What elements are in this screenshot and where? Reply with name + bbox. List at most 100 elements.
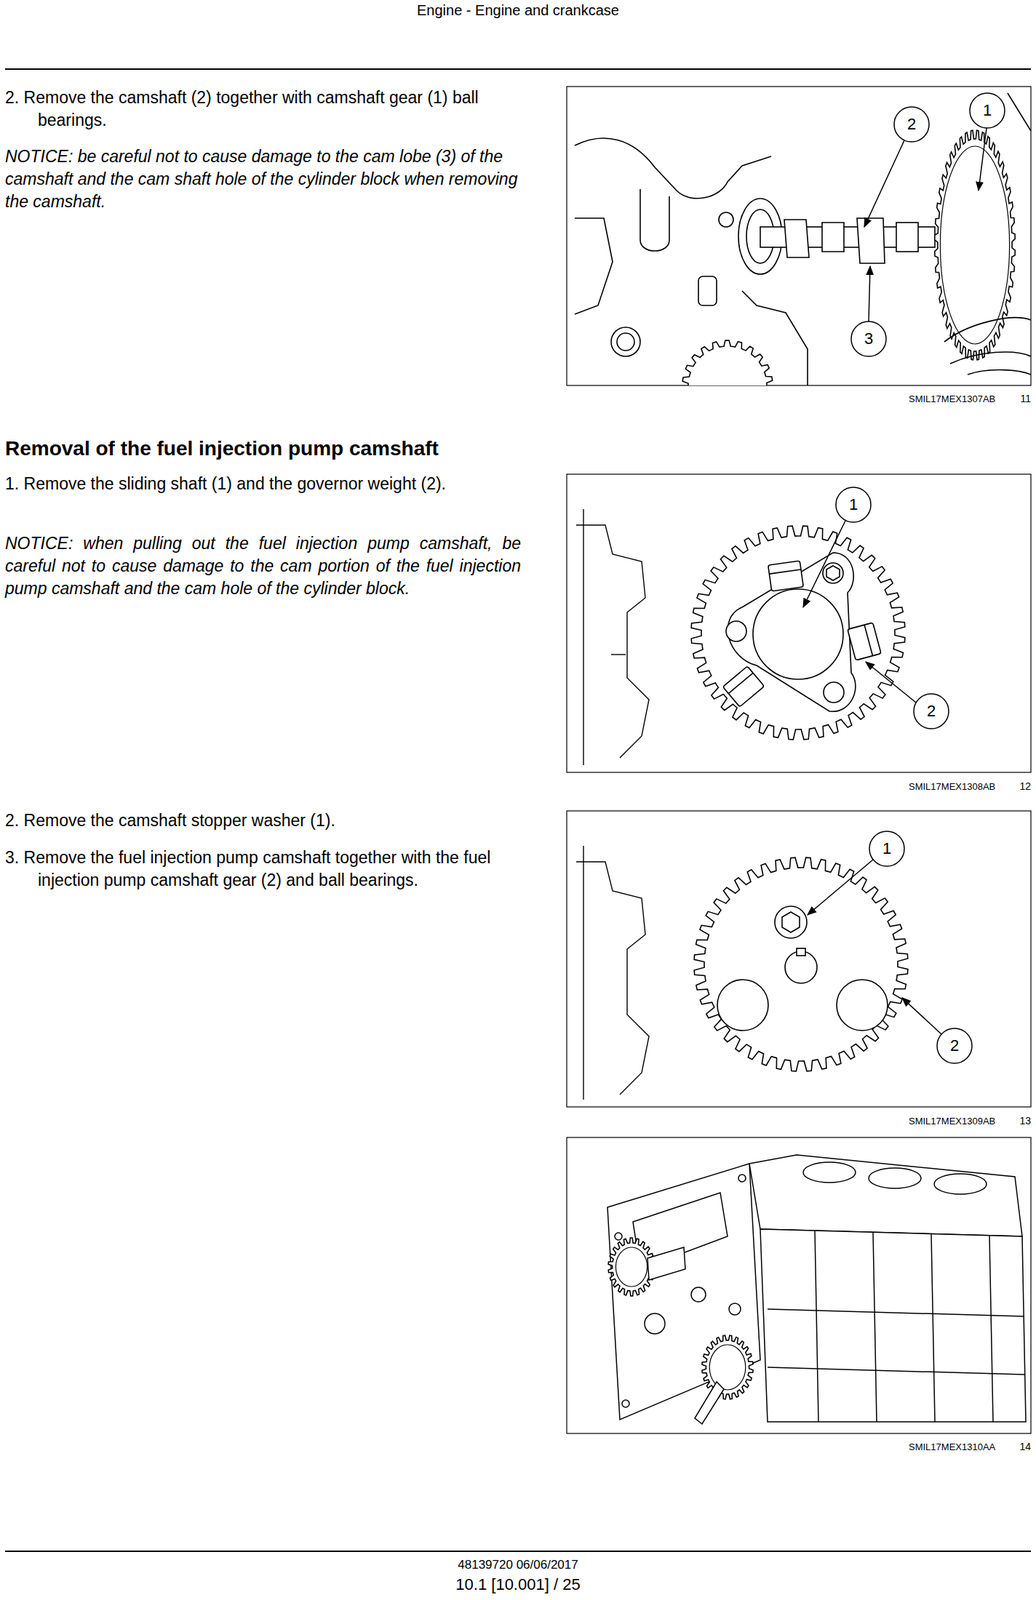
drawing-part <box>768 569 802 575</box>
drawing-part <box>752 589 844 680</box>
drawing-part <box>574 218 613 315</box>
drawing-part <box>814 1230 994 1423</box>
instruction-step: 3. Remove the fuel injection pump camsha… <box>5 846 521 892</box>
callout-number: 2 <box>909 701 954 722</box>
drawing-part <box>611 654 626 655</box>
drawing-part <box>857 218 885 264</box>
drawing-part <box>691 526 906 740</box>
camshaft-illustration <box>574 93 1031 386</box>
gear-outline <box>694 857 908 1072</box>
drawing-part <box>718 212 734 227</box>
gear <box>694 857 908 1072</box>
figure-frame <box>566 474 1031 773</box>
drawing-part <box>826 566 840 581</box>
drawing-part <box>978 128 987 191</box>
drawing-part <box>694 1382 724 1425</box>
drawing-part <box>582 509 584 766</box>
drawing-part <box>647 1247 686 1281</box>
callout-number: 1 <box>865 838 909 860</box>
drawing-part <box>698 276 717 306</box>
drawing-part <box>796 948 806 956</box>
drawing-part <box>614 1233 623 1241</box>
drawing-part <box>864 624 873 657</box>
drawing-part <box>644 1313 665 1335</box>
drawing-part <box>864 140 905 227</box>
page-header: Engine - Engine and crankcase <box>0 1 1036 19</box>
footer-rule <box>5 1551 1031 1553</box>
drawing-part <box>782 912 800 933</box>
instruction-step: 2. Remove the camshaft (2) together with… <box>5 86 521 132</box>
drawing-part <box>950 352 1031 364</box>
drawing-part <box>717 979 769 1031</box>
notice-text: NOTICE: be careful not to cause damage t… <box>5 145 521 214</box>
callout-number: 2 <box>889 114 934 135</box>
drawing-part <box>726 621 747 642</box>
drawing-part <box>616 333 635 351</box>
drawing-part <box>934 1174 987 1195</box>
drawing-part <box>822 222 844 252</box>
drawing-part <box>611 327 641 357</box>
notice-text: NOTICE: when pulling out the fuel inject… <box>5 532 521 601</box>
pump-gear-details <box>717 906 888 1031</box>
gear <box>702 1335 753 1400</box>
figure-frame <box>566 86 1031 386</box>
figure-number: 12 <box>1001 780 1031 793</box>
drawing-part <box>896 222 919 252</box>
drawing-part <box>1007 93 1031 131</box>
gear-outline <box>702 1335 753 1400</box>
drawing-part <box>702 1335 753 1400</box>
figure-frame <box>566 811 1031 1108</box>
leader-lines <box>864 128 987 322</box>
callout-number: 3 <box>846 328 891 350</box>
drawing-part <box>723 666 765 708</box>
drawing-part <box>868 266 871 322</box>
callout-number: 1 <box>831 494 876 516</box>
drawing-part <box>582 846 584 1101</box>
page-footer: 10.1 [10.001] / 25 <box>0 1575 1036 1595</box>
drawing-part <box>574 138 772 199</box>
pump-gear-illustration <box>576 846 649 1101</box>
drawing-part <box>691 1287 706 1303</box>
drawing-part <box>902 998 942 1035</box>
drawing-part <box>576 525 649 759</box>
gear <box>682 340 772 386</box>
figure-code: SMIL17MEX1308AB <box>908 781 996 794</box>
drawing-part <box>823 682 844 703</box>
drawing-part <box>784 219 810 258</box>
callout-number: 1 <box>965 100 1010 121</box>
drawing-part <box>774 906 807 939</box>
callout-number: 2 <box>932 1036 977 1057</box>
drawing-part <box>738 1174 746 1183</box>
instruction-step: 2. Remove the camshaft stopper washer (1… <box>5 809 521 833</box>
drawing-part <box>847 622 882 661</box>
gear-rim <box>615 1247 647 1287</box>
figure-code: SMIL17MEX1307AB <box>908 393 996 406</box>
callout-circles <box>835 487 949 729</box>
drawing-part <box>836 979 888 1031</box>
drawing-part <box>723 666 765 708</box>
drawing-part <box>847 622 882 661</box>
drawing-part <box>803 1162 856 1183</box>
instruction-step: 1. Remove the sliding shaft (1) and the … <box>5 472 521 496</box>
governor-plate <box>723 552 882 712</box>
gear-rim <box>939 146 1010 345</box>
drawing-part <box>607 1164 761 1421</box>
drawing-part <box>944 317 1031 342</box>
drawing-part <box>768 560 804 592</box>
header-rule <box>5 68 1031 70</box>
figure-number: 14 <box>1001 1441 1031 1453</box>
figure-number: 11 <box>1001 392 1031 405</box>
governor-illustration <box>576 509 649 766</box>
figure-frame <box>566 1137 1031 1434</box>
callout-circles <box>851 93 1005 357</box>
drawing-part <box>865 662 916 703</box>
gear-rim <box>709 1345 746 1391</box>
drawing-part <box>640 189 670 251</box>
drawing-part <box>767 1309 1026 1376</box>
drawing-part <box>576 862 649 1095</box>
drawing-part <box>807 859 874 916</box>
drawing-part <box>760 1229 1026 1423</box>
gear-outline <box>682 340 772 386</box>
